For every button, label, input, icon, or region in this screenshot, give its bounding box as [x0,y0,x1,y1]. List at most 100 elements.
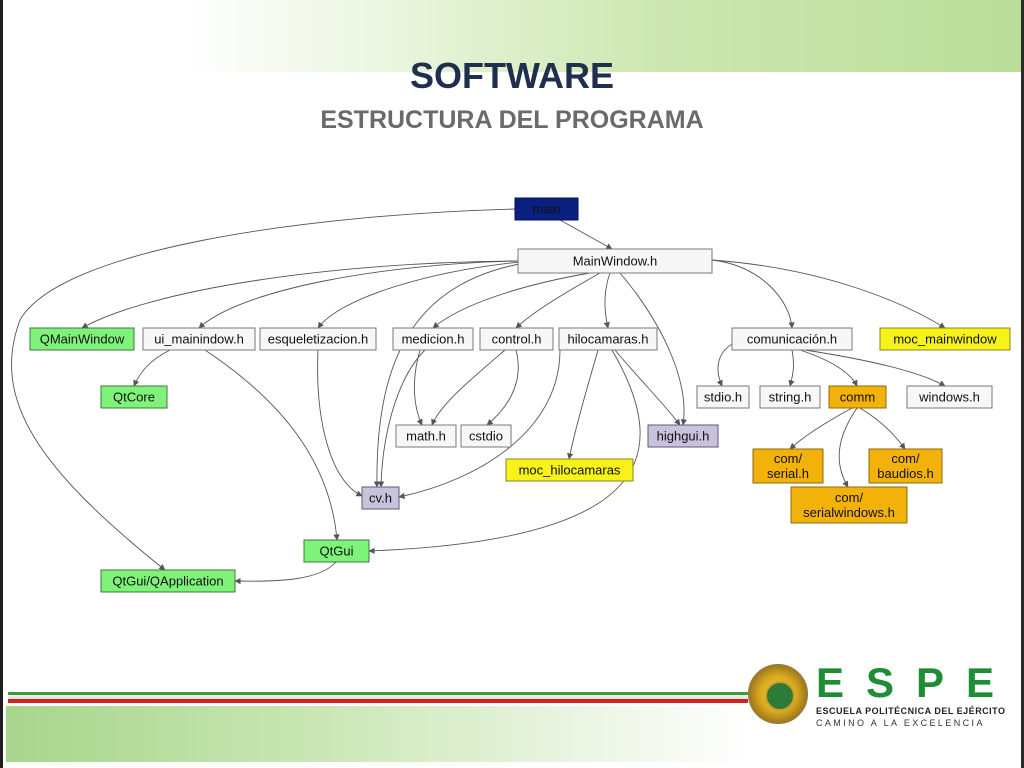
node-label: main [532,202,560,217]
logo-line1: ESCUELA POLITÉCNICA DEL EJÉRCITO [816,706,1006,716]
edge-mainwindow-to-qmainwindow [81,260,519,329]
edge-mainwindow-to-hilocamaras [603,272,611,329]
node-box [142,327,256,351]
edge-control-to-math [431,349,506,426]
node-label: stdio.h [704,390,742,405]
node-box [479,327,554,351]
node-main: main [514,197,579,221]
edge-hilocamaras-to-qtgui [368,349,641,554]
node-label: hilocamaras.h [568,332,649,347]
node-label: QMainWindow [40,332,125,347]
node-qmainwindow: QMainWindow [29,327,135,351]
node-control: control.h [479,327,554,351]
edge-mainwindow-to-cv [373,261,531,488]
edge-mainwindow-to-medicion [432,272,591,329]
node-label: com/ [835,490,864,505]
logo-word: ESPE [816,659,1017,706]
edge-main-to-mainwindow [559,219,613,250]
edge-mainwindow-to-control [515,272,601,329]
edge-control-to-cstdio [486,349,519,426]
node-cstdio: cstdio [460,424,512,448]
header-band [0,0,1024,72]
node-moc_mainwindow: moc_mainwindow [879,327,1011,351]
node-label: MainWindow.h [573,254,658,269]
node-stdio: stdio.h [696,385,750,409]
footer-band [6,706,751,762]
edge-mainwindow-to-highgui [619,272,687,426]
node-box [514,197,579,221]
node-label: moc_hilocamaras [519,463,621,478]
edge-comm-to-com_baudios [859,407,906,450]
node-label: highgui.h [657,429,710,444]
node-box [647,424,719,448]
edge-mainwindow-to-ui_mainindow [198,260,519,329]
node-label: comm [840,390,875,405]
node-label: moc_mainwindow [893,332,997,347]
node-box [100,569,236,593]
edges-layer [11,208,946,585]
node-label: comunicación.h [747,332,837,347]
edge-mainwindow-to-moc_mainwindow [711,259,946,329]
node-qtgui: QtGui [303,539,370,563]
node-label: serial.h [767,466,809,481]
node-esqueletizacion: esqueletizacion.h [259,327,377,351]
frame-right [1021,0,1024,768]
node-box [828,385,887,409]
node-moc_hilocamaras: moc_hilocamaras [505,458,634,482]
node-label: serialwindows.h [803,505,895,520]
espe-seal-icon [748,664,808,724]
node-box [558,327,658,351]
slide-subtitle: ESTRUCTURA DEL PROGRAMA [320,106,704,134]
node-box [759,385,821,409]
node-com_baudios: com/baudios.h [868,448,943,484]
node-label: cv.h [369,491,392,506]
node-windows: windows.h [906,385,993,409]
node-medicion: medicion.h [392,327,474,351]
node-box [29,327,135,351]
node-label: QtGui/QApplication [112,574,223,589]
node-box [361,486,400,510]
node-label: string.h [769,390,812,405]
edge-comunicacion-to-string [788,349,795,387]
slide-title: SOFTWARE [410,55,614,96]
node-box [752,448,824,484]
node-label: math.h [406,429,446,444]
node-label: com/ [891,451,920,466]
node-label: cstdio [469,429,503,444]
node-box [392,327,474,351]
node-box [696,385,750,409]
footer-stripes [8,692,748,706]
node-box [460,424,512,448]
logo-line2: CAMINO A LA EXCELENCIA [816,718,985,728]
node-com_serialwindows: com/serialwindows.h [790,486,908,524]
edge-ui_mainindow-to-qtcore [133,349,171,387]
edge-hilocamaras-to-highgui [614,349,681,426]
edge-hilocamaras-to-moc_hilocamaras [567,349,599,460]
node-label: control.h [492,332,542,347]
edge-comm-to-com_serialwindows [838,407,858,488]
node-qtgui_qapplication: QtGui/QApplication [100,569,236,593]
edge-medicion-to-math [413,349,423,426]
edge-qtgui-to-qtgui_qapplication [234,561,337,585]
node-box [879,327,1011,351]
node-label: medicion.h [402,332,465,347]
node-label: QtGui [320,544,354,559]
edge-mainwindow-to-comunicacion [711,259,795,329]
node-box [906,385,993,409]
node-label: windows.h [918,390,980,405]
node-qtcore: QtCore [100,385,168,409]
frame-left [0,0,3,768]
node-box [731,327,853,351]
node-box [100,385,168,409]
edge-comunicacion-to-windows [804,349,946,387]
node-ui_mainindow: ui_mainindow.h [142,327,256,351]
node-label: QtCore [113,390,155,405]
node-label: baudios.h [877,466,933,481]
node-comm: comm [828,385,887,409]
node-highgui: highgui.h [647,424,719,448]
node-cv: cv.h [361,486,400,510]
node-com_serial: com/serial.h [752,448,824,484]
